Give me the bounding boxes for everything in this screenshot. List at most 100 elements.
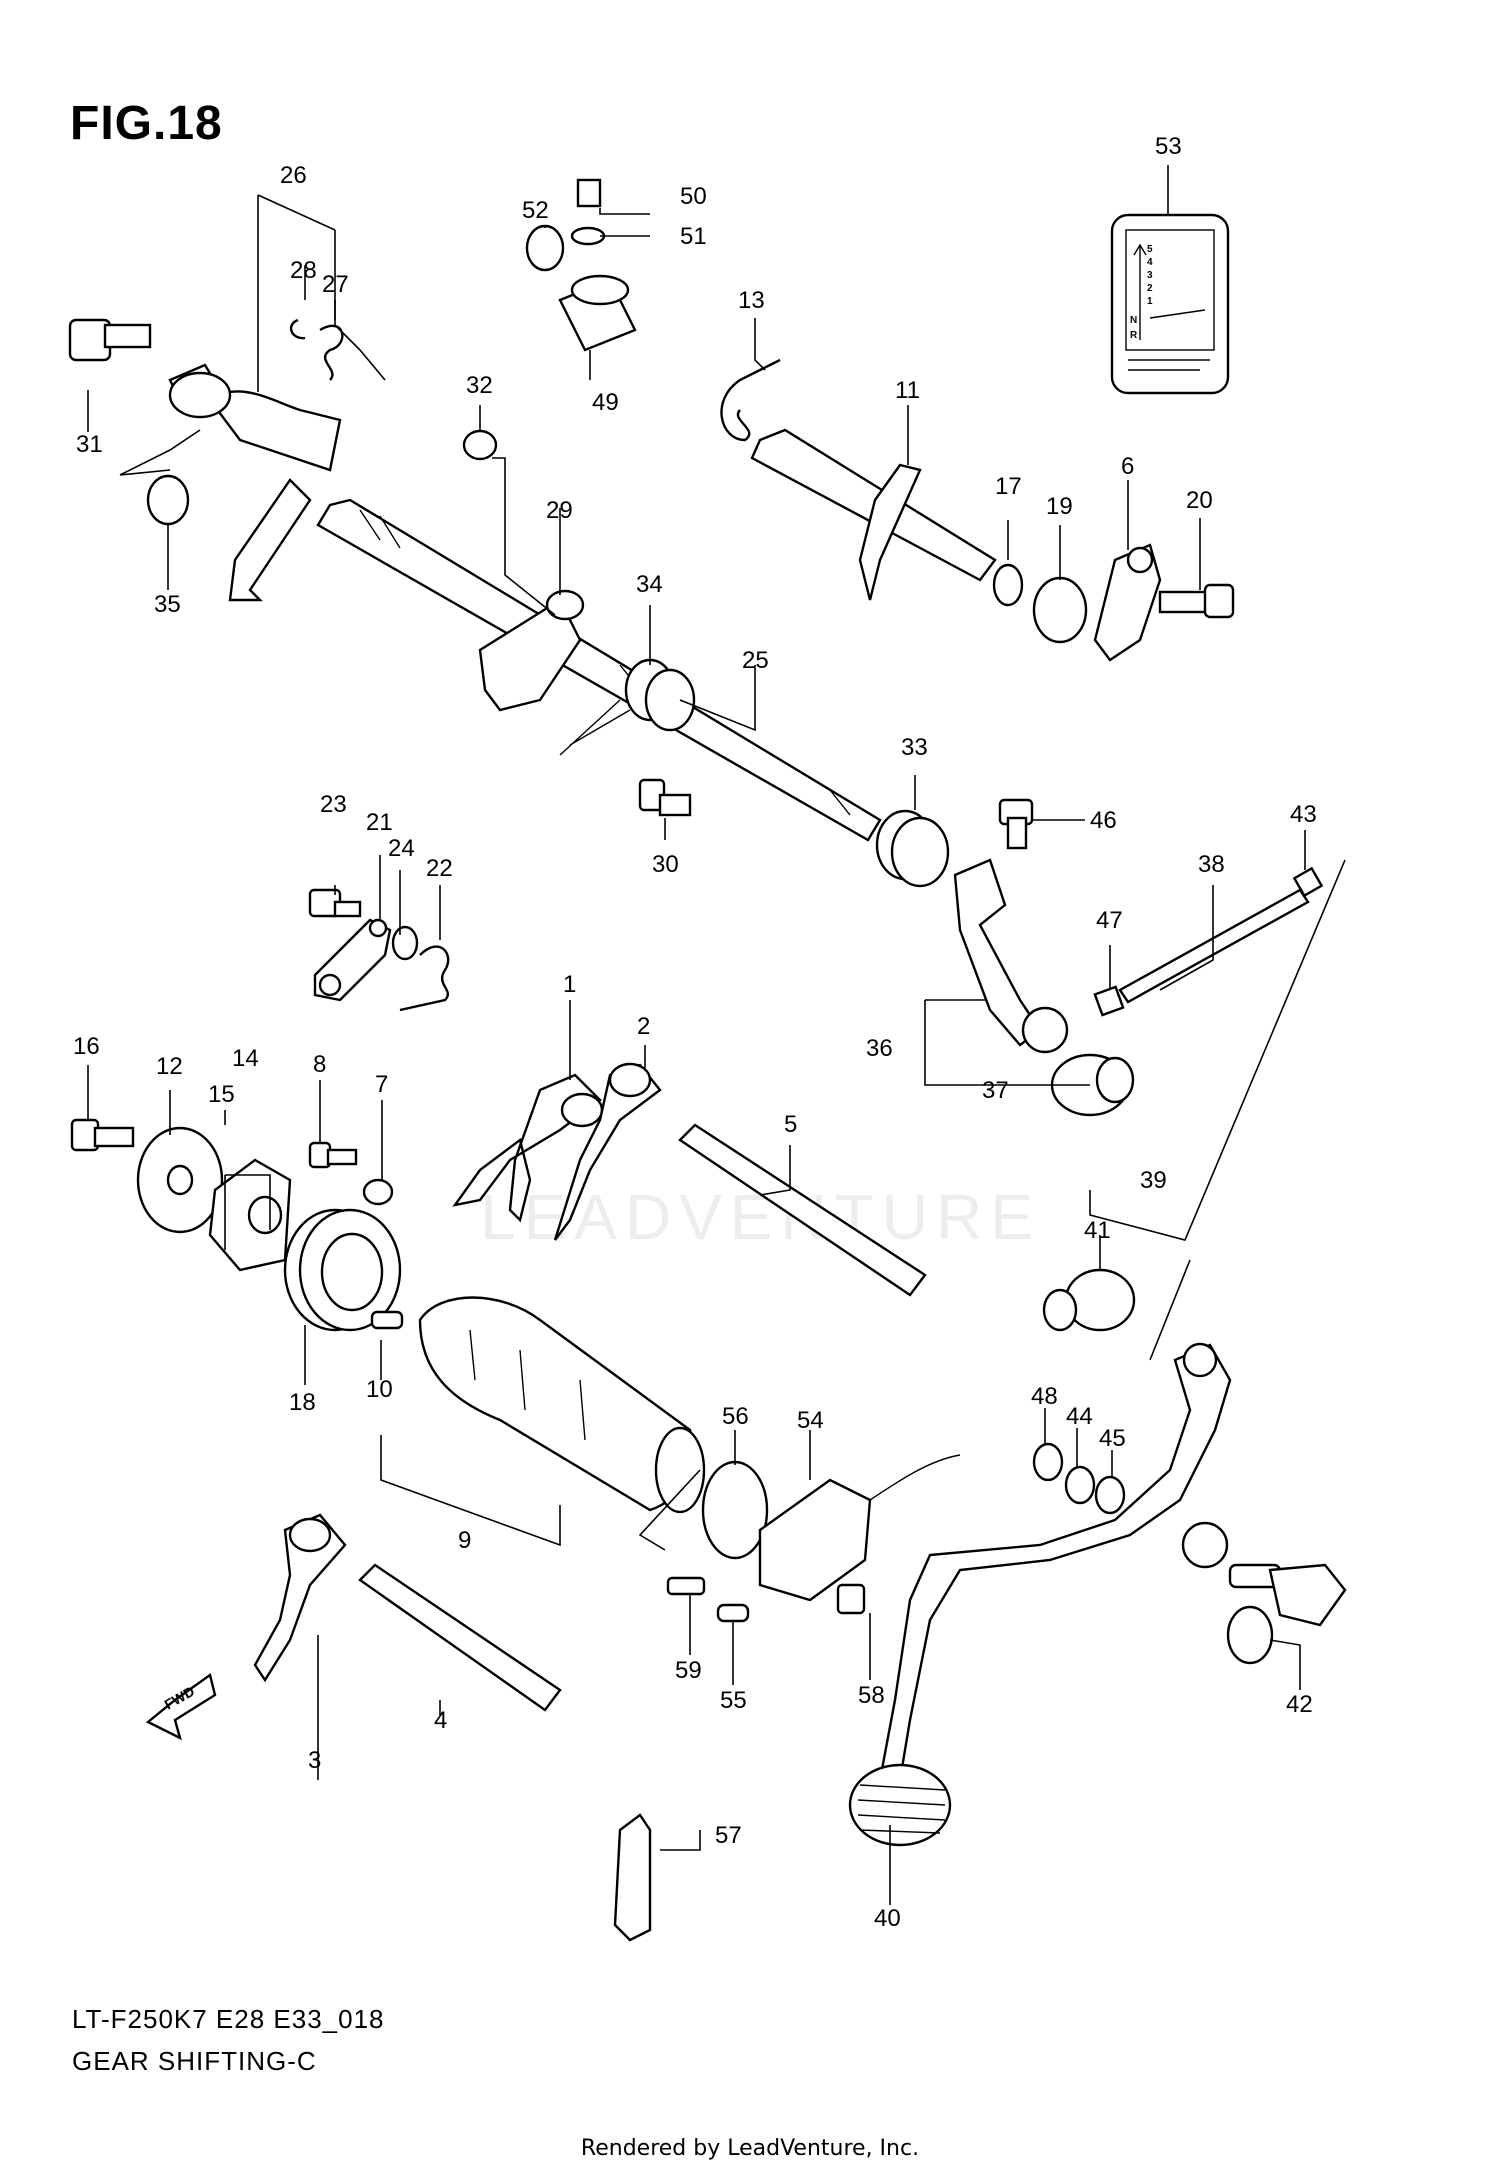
callout-2: 2 <box>637 1013 650 1040</box>
callout-11: 11 <box>895 377 920 404</box>
svg-text:2: 2 <box>1147 283 1153 294</box>
svg-text:4: 4 <box>1147 257 1153 268</box>
bracket-39 <box>1089 859 1346 1361</box>
callout-28: 28 <box>290 257 317 284</box>
model-code: LT-F250K7 E28 E33_018 <box>72 2004 385 2034</box>
callout-58: 58 <box>858 1682 885 1709</box>
shaft-11 <box>750 428 997 601</box>
callout-55: 55 <box>720 1687 747 1714</box>
bracket-9 <box>380 1435 561 1547</box>
joint-41 <box>1042 1268 1136 1332</box>
callout-25: 25 <box>742 647 769 674</box>
callout-50: 50 <box>680 183 707 210</box>
callout-14: 14 <box>232 1045 259 1072</box>
callout-6: 6 <box>1121 453 1134 480</box>
arm-36 <box>953 858 1135 1117</box>
spring-27 <box>319 324 344 381</box>
bearing-19 <box>1032 576 1088 644</box>
callout-20: 20 <box>1186 487 1213 514</box>
bolt-42 <box>1226 1563 1347 1665</box>
clip-48 <box>1032 1442 1064 1482</box>
bracket-36 <box>924 999 1070 1086</box>
callout-29: 29 <box>546 497 573 524</box>
callout-22: 22 <box>426 855 453 882</box>
callout-3: 3 <box>308 1747 321 1774</box>
callout-38: 38 <box>1198 851 1225 878</box>
callout-10: 10 <box>366 1376 393 1403</box>
callout-59: 59 <box>675 1657 702 1684</box>
callout-54: 54 <box>797 1407 824 1434</box>
callout-42: 42 <box>1286 1691 1313 1718</box>
drum-9 <box>418 1296 706 1514</box>
callout-34: 34 <box>636 571 663 598</box>
washer-45 <box>1094 1475 1126 1515</box>
gearshift-lever-39 <box>848 1342 1232 1847</box>
shift-pattern-label-53 <box>1110 213 1230 395</box>
callout-56: 56 <box>722 1403 749 1430</box>
callout-33: 33 <box>901 734 928 761</box>
callout-18: 18 <box>289 1389 316 1416</box>
bearing-18 <box>283 1208 402 1332</box>
callout-8: 8 <box>313 1051 326 1078</box>
callout-31: 31 <box>76 431 103 458</box>
spring-59 <box>666 1576 866 1623</box>
washer-44 <box>1064 1465 1096 1505</box>
callout-24: 24 <box>388 835 415 862</box>
render-credit: Rendered by LeadVenture, Inc. <box>580 2136 920 2161</box>
washer-35 <box>146 474 190 526</box>
plate-29 <box>478 589 585 712</box>
callout-46: 46 <box>1090 807 1117 834</box>
callout-17: 17 <box>995 473 1022 500</box>
spring-13 <box>720 358 781 442</box>
screw-8 <box>308 1141 394 1206</box>
bracket-14 <box>224 1174 271 1250</box>
callout-36: 36 <box>866 1035 893 1062</box>
lever-6 <box>1093 543 1235 662</box>
callout-49: 49 <box>592 389 619 416</box>
shift-fork-3 <box>253 1513 347 1683</box>
washer-17 <box>992 563 1024 607</box>
callout-5: 5 <box>784 1111 797 1138</box>
callout-39: 39 <box>1140 1167 1167 1194</box>
shaft-5 <box>678 1123 927 1297</box>
leader-lines <box>87 165 1306 1905</box>
callout-44: 44 <box>1066 1403 1093 1430</box>
callout-52: 52 <box>522 197 549 224</box>
gearshift-shaft <box>316 498 882 842</box>
callout-37: 37 <box>982 1077 1009 1104</box>
callout-40: 40 <box>874 1905 901 1932</box>
shaft-4 <box>358 1563 562 1712</box>
pin-30 <box>638 778 692 817</box>
callout-51: 51 <box>680 223 707 250</box>
guide-57 <box>613 1813 652 1942</box>
callout-7: 7 <box>375 1071 388 1098</box>
svg-text:3: 3 <box>1147 270 1153 281</box>
figure-title: FIG.18 <box>70 97 223 150</box>
shift-lever-26 <box>168 363 342 602</box>
callout-32: 32 <box>466 372 493 399</box>
callout-19: 19 <box>1046 493 1073 520</box>
callout-4: 4 <box>434 1707 447 1734</box>
callout-13: 13 <box>738 287 765 314</box>
o-ring-56 <box>701 1460 769 1560</box>
callout-35: 35 <box>154 591 181 618</box>
callout-43: 43 <box>1290 801 1317 828</box>
callout-47: 47 <box>1096 907 1123 934</box>
collar-32 <box>462 429 498 461</box>
callout-1: 1 <box>563 971 576 998</box>
callout-9: 9 <box>458 1527 471 1554</box>
callout-45: 45 <box>1099 1425 1126 1452</box>
bearing-33 <box>875 809 950 888</box>
bracket-26 <box>257 194 386 392</box>
rod-38 <box>1093 866 1324 1017</box>
bolt-31 <box>68 318 152 362</box>
callout-23: 23 <box>320 791 347 818</box>
svg-text:1: 1 <box>1147 296 1153 307</box>
section-name: GEAR SHIFTING-C <box>72 2046 317 2076</box>
bolt-46 <box>998 798 1034 850</box>
callout-12: 12 <box>156 1053 183 1080</box>
callout-48: 48 <box>1031 1383 1058 1410</box>
svg-text:R: R <box>1130 330 1138 341</box>
callout-57: 57 <box>715 1822 742 1849</box>
